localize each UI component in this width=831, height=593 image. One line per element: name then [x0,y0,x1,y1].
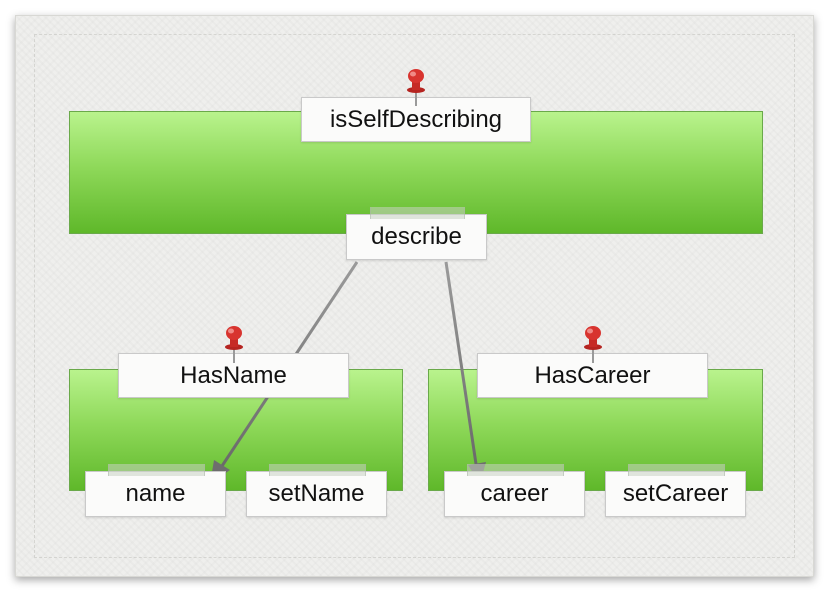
set-career-tape [628,464,725,476]
set-name-method-label: setName [246,471,387,517]
career-method-text: career [480,480,549,507]
protocol-title-text: isSelfDescribing [329,105,503,133]
has-name-title-text: HasName [180,361,287,389]
name-tape [108,464,205,476]
set-career-method-text: setCareer [622,480,729,507]
describe-tape [370,207,465,219]
set-name-tape [269,464,366,476]
pushpin-icon [225,326,243,363]
pushpin-icon [407,69,425,106]
set-name-method-text: setName [268,480,365,507]
has-career-title-label: HasCareer [477,353,708,398]
describe-method-label: describe [346,214,487,260]
describe-method-text: describe [371,223,462,250]
name-method-label: name [85,471,226,517]
career-tape [467,464,564,476]
has-career-title-text: HasCareer [534,361,651,389]
career-method-label: career [444,471,585,517]
set-career-method-label: setCareer [605,471,746,517]
name-method-text: name [125,480,186,507]
pushpin-icon [584,326,602,363]
